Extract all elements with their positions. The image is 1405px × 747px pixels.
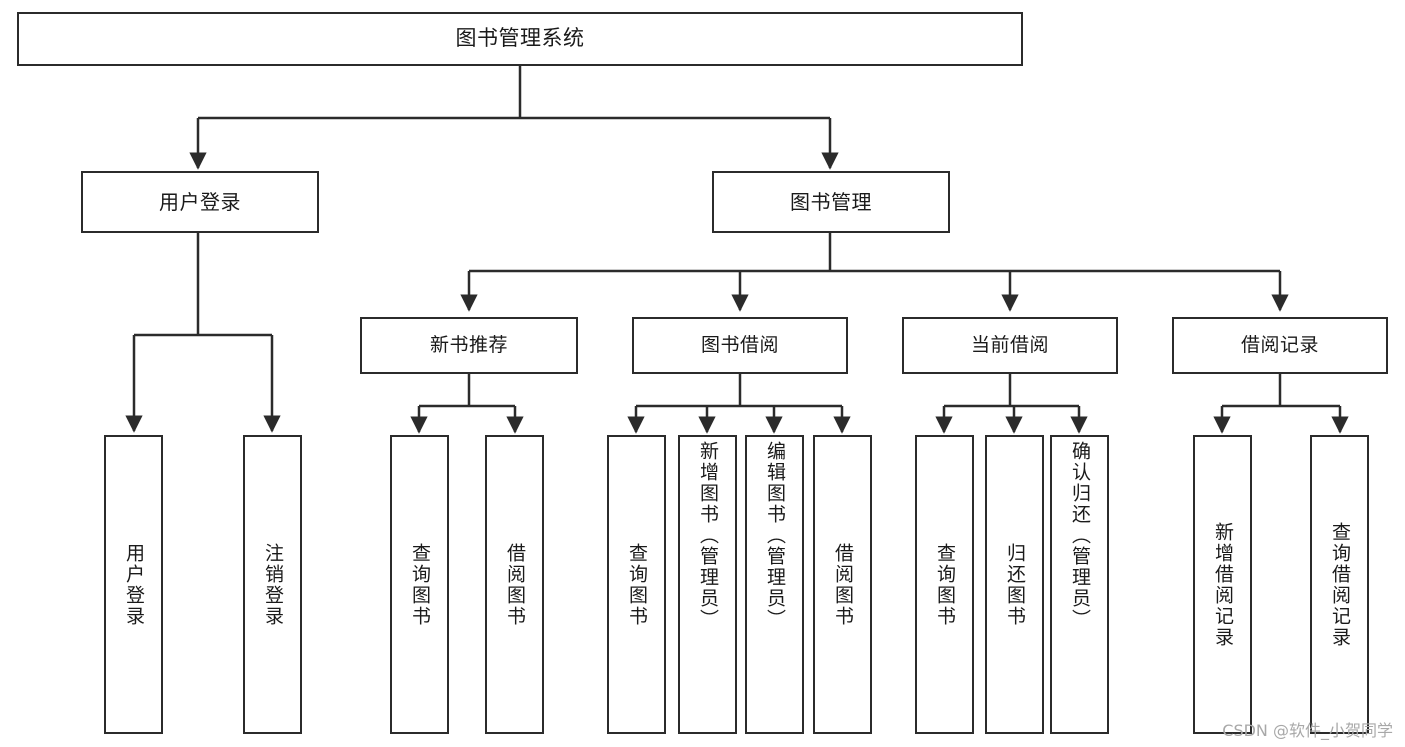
node-label: 图书借阅 <box>700 333 779 356</box>
node-label: 新增借阅记录 <box>1212 521 1234 648</box>
node-label: 查询图书 <box>626 542 648 627</box>
leaf-query-borrow-record[interactable]: 查询借阅记录 <box>1310 435 1369 734</box>
leaf-add-borrow-record[interactable]: 新增借阅记录 <box>1193 435 1252 734</box>
node-label: 用户登录 <box>159 189 241 214</box>
node-book-borrow[interactable]: 图书借阅 <box>632 317 848 374</box>
node-label: 编辑图书（管理员） <box>764 441 786 630</box>
node-label: 借阅图书 <box>504 542 526 627</box>
leaf-confirm-return-admin[interactable]: 确认归还（管理员） <box>1050 435 1109 734</box>
leaf-return-book[interactable]: 归还图书 <box>985 435 1044 734</box>
node-label: 新书推荐 <box>429 333 508 356</box>
leaf-borrow-book[interactable]: 借阅图书 <box>813 435 872 734</box>
node-label: 归还图书 <box>1004 542 1026 627</box>
node-label: 确认归还（管理员） <box>1069 441 1091 630</box>
leaf-borrow-book-recommend[interactable]: 借阅图书 <box>485 435 544 734</box>
node-label: 图书管理 <box>790 189 872 214</box>
leaf-add-book-admin[interactable]: 新增图书（管理员） <box>678 435 737 734</box>
node-root-book-management-system[interactable]: 图书管理系统 <box>17 12 1023 66</box>
node-book-management[interactable]: 图书管理 <box>712 171 950 233</box>
node-label: 用户登录 <box>123 542 145 627</box>
node-new-book-recommend[interactable]: 新书推荐 <box>360 317 578 374</box>
node-borrow-record[interactable]: 借阅记录 <box>1172 317 1388 374</box>
node-current-borrow[interactable]: 当前借阅 <box>902 317 1118 374</box>
node-label: 借阅记录 <box>1240 333 1319 356</box>
node-label: 新增图书（管理员） <box>697 441 719 630</box>
node-label: 图书管理系统 <box>455 26 585 51</box>
leaf-logout-login[interactable]: 注销登录 <box>243 435 302 734</box>
node-label: 注销登录 <box>262 542 284 627</box>
node-label: 借阅图书 <box>832 542 854 627</box>
csdn-watermark: CSDN @软件_小贺同学 <box>1222 721 1393 740</box>
node-label: 当前借阅 <box>970 333 1049 356</box>
leaf-query-book-current[interactable]: 查询图书 <box>915 435 974 734</box>
leaf-query-book-borrow[interactable]: 查询图书 <box>607 435 666 734</box>
leaf-edit-book-admin[interactable]: 编辑图书（管理员） <box>745 435 804 734</box>
leaf-query-book-recommend[interactable]: 查询图书 <box>390 435 449 734</box>
node-label: 查询图书 <box>409 542 431 627</box>
node-user-login[interactable]: 用户登录 <box>81 171 319 233</box>
node-label: 查询借阅记录 <box>1329 521 1351 648</box>
leaf-user-login[interactable]: 用户登录 <box>104 435 163 734</box>
node-label: 查询图书 <box>934 542 956 627</box>
